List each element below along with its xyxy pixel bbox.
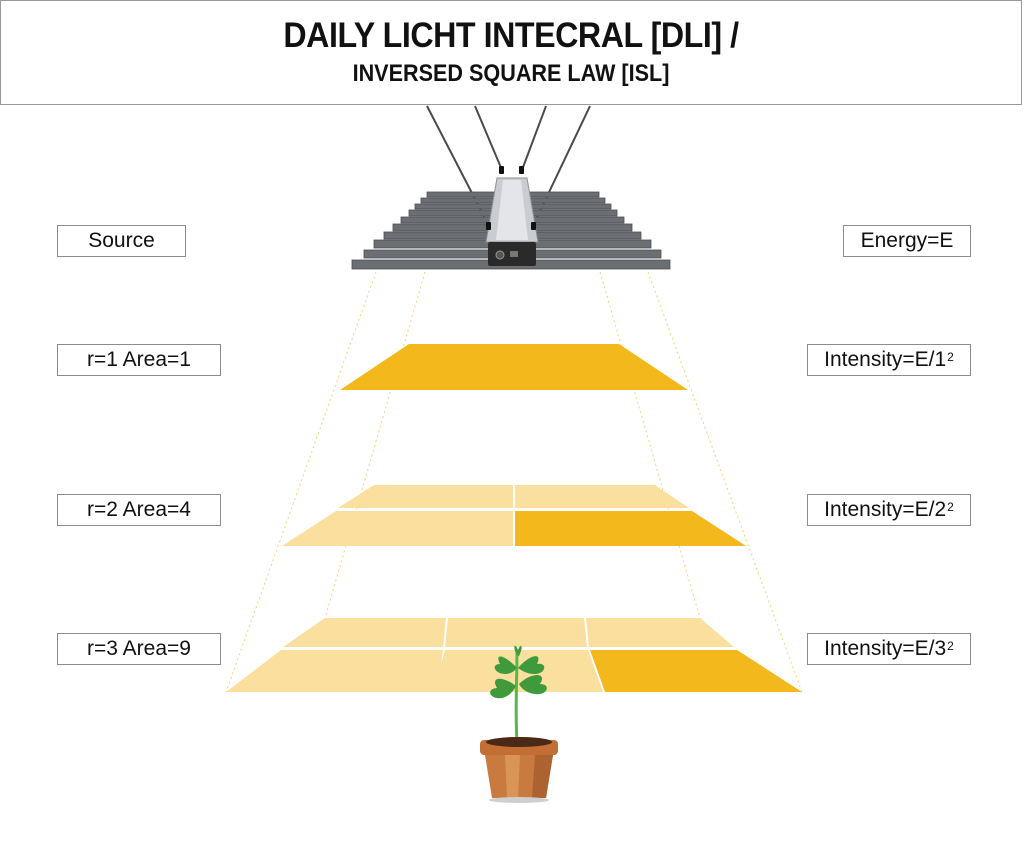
label-r3-area: r=3 Area=9 (57, 633, 221, 665)
area-layer-r1 (340, 344, 688, 390)
label-r3-area-text: r=3 Area=9 (87, 637, 191, 660)
label-r1-area-text: r=1 Area=1 (87, 348, 191, 371)
label-r1-area: r=1 Area=1 (57, 344, 221, 376)
area-layer-r3 (226, 618, 802, 692)
label-source-text: Source (88, 229, 155, 252)
label-r2-area: r=2 Area=4 (57, 494, 221, 526)
label-intensity-r3-exponent: 2 (947, 639, 954, 653)
label-intensity-r1-text: Intensity=E/1 (824, 348, 947, 371)
light-ray-guides (225, 271, 803, 693)
title-line-2: INVERSED SQUARE LAW [ISL] (352, 60, 670, 87)
label-intensity-r3-text: Intensity=E/3 (824, 637, 947, 660)
title-header: DAILY LICHT INTECRAL [DLI] / INVERSED SQ… (0, 0, 1022, 105)
label-intensity-r2-exponent: 2 (947, 500, 954, 514)
potted-plant-icon (480, 645, 558, 803)
title-line-1: DAILY LICHT INTECRAL [DLI] / (283, 16, 739, 55)
led-grow-light-bar-fixture-icon (351, 105, 671, 270)
label-energy-text: Energy=E (860, 229, 954, 252)
label-energy: Energy=E (843, 225, 971, 257)
label-intensity-r2-text: Intensity=E/2 (824, 498, 947, 521)
label-source: Source (57, 225, 186, 257)
label-intensity-r1-exponent: 2 (947, 350, 954, 364)
area-layer-r2 (282, 485, 746, 546)
label-r2-area-text: r=2 Area=4 (87, 498, 191, 521)
